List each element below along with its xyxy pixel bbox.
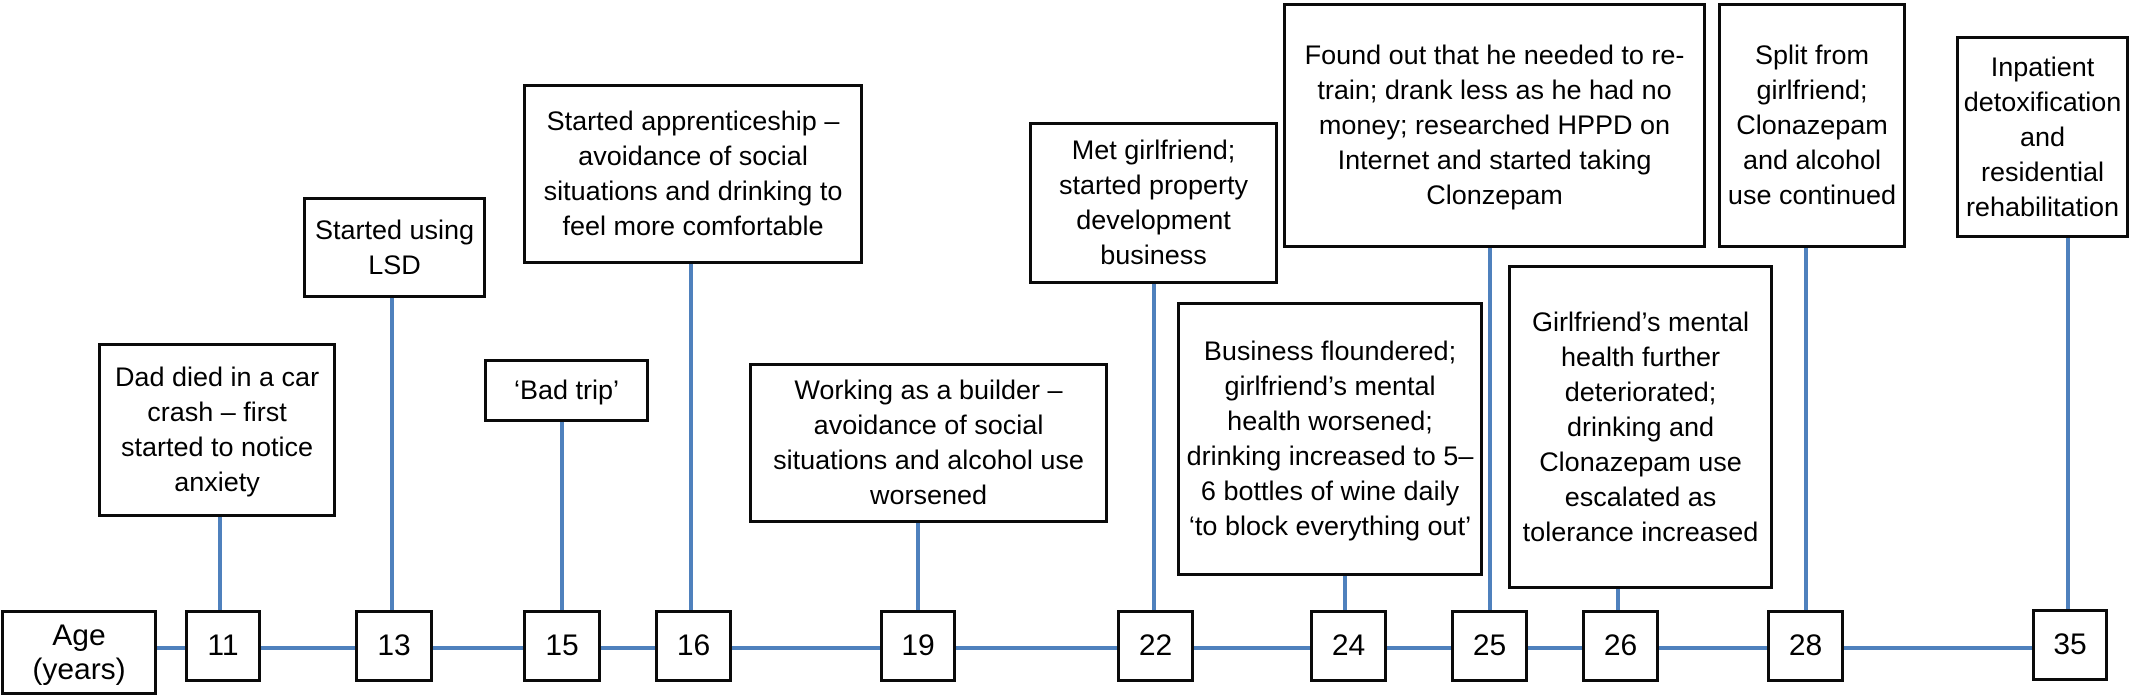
event-box-age-16: Started apprenticeship – avoidance of so…	[523, 84, 863, 264]
age-box-24: 24	[1310, 610, 1387, 682]
connector-age-19	[916, 522, 920, 612]
connector-age-16	[689, 263, 693, 612]
age-box-26: 26	[1582, 610, 1659, 682]
event-box-age-11: Dad died in a car crash – first started …	[98, 343, 336, 517]
connector-age-13	[390, 297, 394, 612]
connector-age-15	[560, 421, 564, 612]
age-box-25: 25	[1451, 610, 1528, 682]
connector-age-24	[1343, 575, 1347, 612]
event-box-age-22: Met girlfriend; started property develop…	[1029, 122, 1278, 284]
event-box-age-35: Inpatient detoxification and residential…	[1956, 36, 2129, 238]
connector-age-25	[1488, 247, 1492, 612]
connector-age-26	[1616, 588, 1620, 612]
age-box-22: 22	[1117, 610, 1194, 682]
event-box-age-19: Working as a builder – avoidance of soci…	[749, 363, 1108, 523]
age-box-28: 28	[1767, 610, 1844, 682]
event-box-age-24: Business floundered; girlfriend’s mental…	[1177, 302, 1483, 576]
axis-label-box: Age (years)	[1, 610, 157, 695]
timeline-axis-line	[130, 646, 2070, 650]
connector-age-11	[218, 516, 222, 612]
connector-age-22	[1152, 283, 1156, 612]
age-box-13: 13	[355, 610, 433, 682]
connector-age-35	[2066, 237, 2070, 612]
age-box-16: 16	[655, 610, 732, 682]
event-box-age-15: ‘Bad trip’	[484, 359, 649, 422]
age-box-19: 19	[880, 610, 956, 682]
event-box-age-28: Split from girlfriend; Clonazepam and al…	[1718, 3, 1906, 248]
event-box-age-13: Started using LSD	[303, 197, 486, 298]
age-box-15: 15	[523, 610, 601, 682]
age-box-11: 11	[185, 610, 261, 682]
connector-age-28	[1804, 247, 1808, 612]
age-box-35: 35	[2032, 609, 2108, 681]
event-box-age-25: Found out that he needed to re-train; dr…	[1283, 3, 1706, 248]
event-box-age-26: Girlfriend’s mental health further deter…	[1508, 265, 1773, 589]
